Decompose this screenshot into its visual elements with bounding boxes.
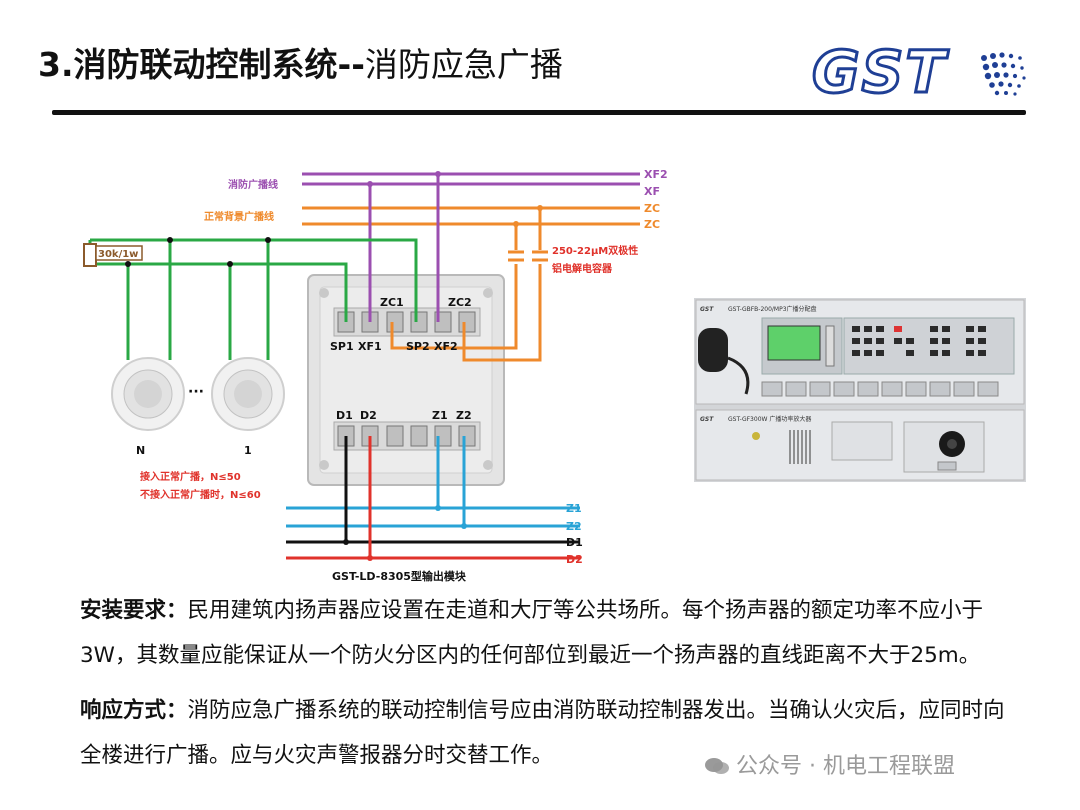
install-requirements-text: 民用建筑内扬声器应设置在走道和大厅等公共场所。每个扬声器的额定功率不应小于3W，… (80, 598, 984, 668)
capacitor-label-2: 铝电解电容器 (552, 262, 613, 275)
logo-dots-icon (981, 52, 1026, 96)
title-divider (52, 110, 1026, 115)
response-mode-label: 响应方式： (80, 698, 188, 723)
fire-bc-label: 消防广播线 (228, 178, 278, 191)
terminal-sp1: SP1 (330, 340, 354, 353)
bus-label-d1: D1 (566, 536, 583, 549)
speaker-n-label: N (136, 444, 145, 457)
panel2-model: GST-GF300W 广播功率放大器 (728, 415, 811, 423)
slide-title: 3.消防联动控制系统--消防应急广播 (38, 38, 563, 86)
resistor-icon (83, 243, 97, 267)
wechat-icon (705, 758, 729, 774)
response-mode-paragraph: 响应方式：消防应急广播系统的联动控制信号应由消防联动控制器发出。当确认火灾后，应… (80, 688, 1010, 778)
title-sub: 消防应急广播 (364, 45, 563, 84)
right-label-zc-b: ZC (644, 218, 660, 231)
resistor-label: 30k/1w (98, 249, 138, 260)
normal-bc-label: 正常背景广播线 (204, 210, 274, 223)
terminal-z1: Z1 (432, 409, 448, 422)
terminal-zc1: ZC1 (380, 296, 404, 309)
bus-label-d2: D2 (566, 553, 583, 566)
microphone-icon (698, 328, 728, 372)
install-requirements-label: 安装要求： (80, 598, 188, 623)
speaker-ellipsis: ··· (188, 384, 204, 400)
title-main: 3.消防联动控制系统-- (38, 45, 365, 84)
right-label-xf2: XF2 (644, 168, 668, 181)
panel2-brand: GST (700, 416, 714, 423)
bus-label-z2: Z2 (566, 520, 582, 533)
terminal-z2: Z2 (456, 409, 472, 422)
terminal-xf2: XF2 (434, 340, 458, 353)
gst-logo: GST (811, 37, 1037, 108)
module-caption: GST-LD-8305型输出模块 (332, 569, 467, 583)
capacitor-label-1: 250-22μM双极性 (552, 244, 638, 257)
panel1-model: GST-GBFB-200/MP3广播分配盘 (728, 305, 817, 313)
note-2: 不接入正常广播时，N≤60 (140, 488, 261, 501)
logo-text: GST (811, 37, 947, 108)
terminal-xf1: XF1 (358, 340, 382, 353)
terminal-d2: D2 (360, 409, 377, 422)
note-1: 接入正常广播，N≤50 (140, 470, 241, 483)
terminal-d1: D1 (336, 409, 353, 422)
speaker-1-label: 1 (244, 444, 252, 457)
watermark-text: 公众号 · 机电工程联盟 (736, 754, 955, 779)
wiring-diagram: 消防广播线 正常背景广播线 XF2 XF ZC ZC 30k/1w 250-22… (83, 168, 668, 583)
speaker-1-icon (211, 357, 285, 431)
equipment-photo: GST GST-GBFB-200/MP3广播分配盘 GST GST-GF300W… (694, 298, 1026, 482)
speaker-n-icon (111, 357, 185, 431)
terminal-zc2: ZC2 (448, 296, 472, 309)
right-label-zc-a: ZC (644, 202, 660, 215)
install-requirements-paragraph: 安装要求：民用建筑内扬声器应设置在走道和大厅等公共场所。每个扬声器的额定功率不应… (80, 588, 1010, 678)
response-mode-text: 消防应急广播系统的联动控制信号应由消防联动控制器发出。当确认火灾后，应同时向全楼… (80, 698, 1005, 768)
bus-label-z1: Z1 (566, 502, 582, 515)
terminal-sp2: SP2 (406, 340, 430, 353)
watermark: 公众号 · 机电工程联盟 (704, 748, 955, 780)
panel1-brand: GST (700, 306, 714, 313)
right-label-xf: XF (644, 185, 660, 198)
body-text: 安装要求：民用建筑内扬声器应设置在走道和大厅等公共场所。每个扬声器的额定功率不应… (80, 588, 1010, 778)
